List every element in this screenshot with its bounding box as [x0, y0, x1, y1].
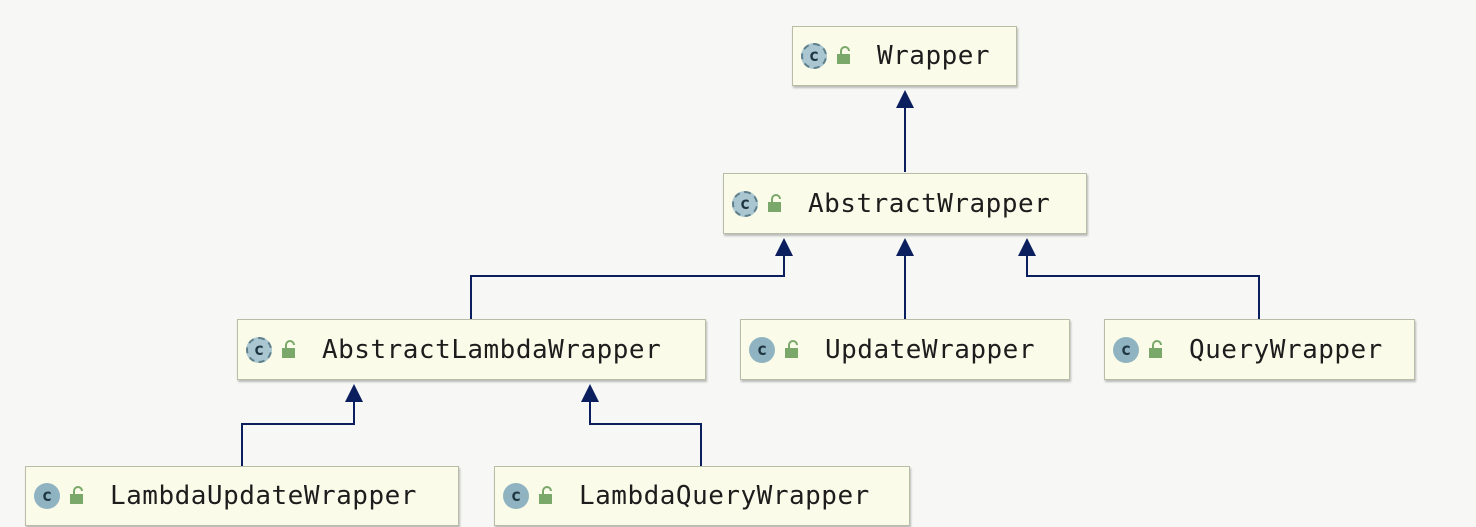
edge-lambdaupdatewrapper-to-abstractlambdawrapper [241, 384, 363, 466]
class-icon: c [732, 190, 758, 217]
node-label: LambdaQueryWrapper [579, 481, 870, 511]
unlock-icon [70, 486, 83, 504]
edge-line [241, 400, 355, 466]
arrowhead [896, 238, 914, 256]
unlock-icon [837, 46, 850, 64]
node-abstract-lambda-wrapper[interactable]: c AbstractLambdaWrapper [237, 319, 706, 380]
arrowhead [896, 90, 914, 108]
arrowhead [1018, 238, 1036, 256]
node-label: UpdateWrapper [825, 334, 1035, 365]
node-query-wrapper[interactable]: c QueryWrapper [1104, 319, 1415, 380]
edge-line [589, 400, 702, 466]
node-lambda-query-wrapper[interactable]: c LambdaQueryWrapper [494, 466, 910, 526]
class-icon: c [801, 43, 827, 69]
node-abstract-wrapper[interactable]: c AbstractWrapper [723, 173, 1087, 234]
node-label: AbstractWrapper [808, 188, 1051, 219]
edge-querywrapper-to-abstractwrapper [1018, 238, 1260, 319]
arrowhead [775, 238, 793, 256]
edge-abstractlambdawrapper-to-abstractwrapper [470, 238, 793, 319]
unlock-icon [539, 486, 552, 504]
edge-line [1026, 254, 1260, 319]
edge-abstractwrapper-to-wrapper [896, 90, 914, 172]
arrowhead [581, 384, 599, 402]
node-label: Wrapper [877, 41, 991, 71]
node-label: LambdaUpdateWrapper [110, 481, 417, 511]
node-wrapper[interactable]: c Wrapper [792, 26, 1017, 86]
node-label: QueryWrapper [1189, 334, 1383, 365]
edge-line [470, 254, 785, 319]
node-lambda-update-wrapper[interactable]: c LambdaUpdateWrapper [25, 466, 459, 526]
class-icon: c [1113, 336, 1139, 363]
class-icon: c [503, 483, 529, 509]
edge-updatewrapper-to-abstractwrapper [896, 238, 914, 319]
unlock-icon [1149, 339, 1162, 358]
node-label: AbstractLambdaWrapper [322, 334, 662, 365]
node-update-wrapper[interactable]: c UpdateWrapper [740, 319, 1070, 380]
unlock-icon [785, 339, 798, 358]
unlock-icon [768, 193, 781, 212]
class-icon: c [246, 336, 272, 363]
class-icon: c [749, 336, 775, 363]
edge-lambdaquerywrapper-to-abstractlambdawrapper [581, 384, 702, 466]
unlock-icon [282, 339, 295, 358]
arrowhead [345, 384, 363, 402]
class-icon: c [34, 483, 60, 509]
